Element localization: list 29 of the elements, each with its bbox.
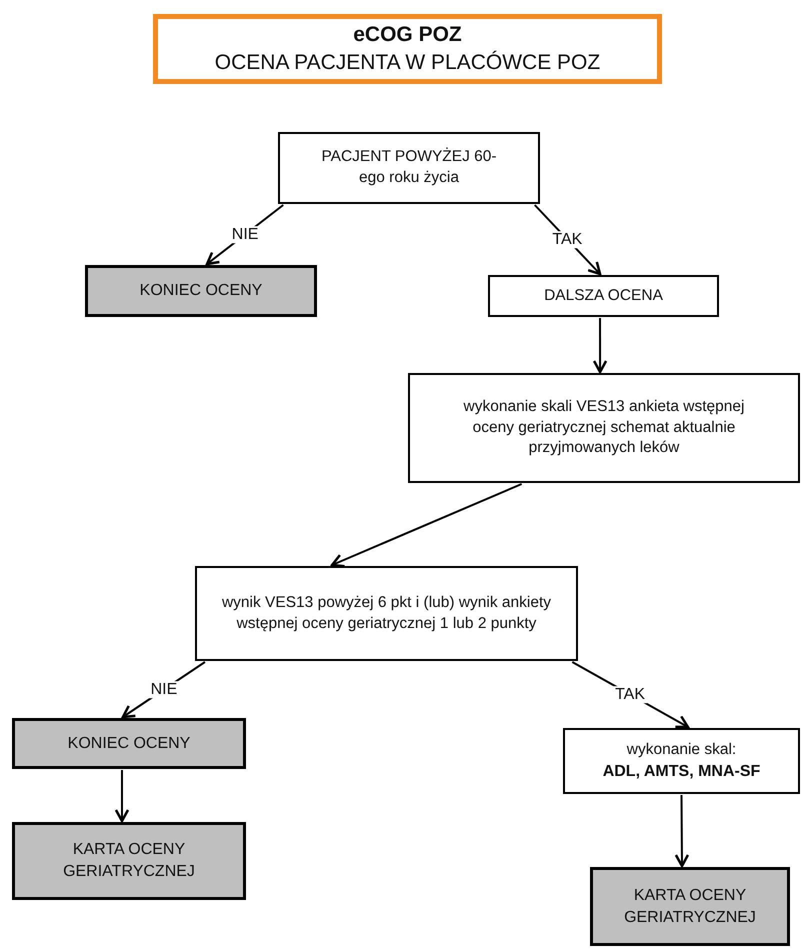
process-box (488, 275, 719, 317)
arrow (592, 318, 608, 374)
box-text: KARTA OCENY GERIATRYCZNEJ (62, 840, 196, 882)
box-text: wykonanie skali VES13 ankieta wstępnej oceny geriatrycznej schemat aktualnie przyjmowanych leków (462, 396, 746, 458)
edge-label: NIE (148, 680, 180, 698)
edge-label: TAK (550, 230, 584, 248)
edge-label: TAK (613, 686, 648, 704)
box-text: wynik VES13 powyżej 6 pkt i (lub) wynik ankiety wstępnej oceny geriatrycznej 1 lub 2 punkty (220, 592, 552, 634)
end-box (85, 265, 317, 317)
box-text: KONIEC OCENY (68, 734, 190, 754)
arrow (114, 770, 130, 822)
box-text: PACJENT POWYŻEJ 60-ego roku życia (320, 147, 498, 188)
box-text: DALSZA OCENA (544, 286, 663, 306)
arrow (330, 483, 522, 568)
process-box (563, 728, 800, 794)
end-box (12, 822, 246, 900)
end-box (590, 867, 790, 946)
arrow (674, 795, 690, 868)
box-text: KARTA OCENY GERIATRYCZNEJ (623, 886, 757, 928)
subtitle-text: OCENA PACJENTA W PLACÓWCE POZ (214, 50, 600, 76)
title-box (153, 14, 662, 84)
edge-label: NIE (230, 226, 260, 244)
title-text: eCOG POZ (353, 22, 462, 48)
process-box (195, 566, 578, 661)
process-box (408, 373, 800, 483)
box-text: KONIEC OCENY (140, 281, 262, 302)
process-box (278, 132, 540, 204)
end-box (12, 718, 246, 769)
box-text: wykonanie skal: ADL, AMTS, MNA-SF (602, 740, 762, 782)
